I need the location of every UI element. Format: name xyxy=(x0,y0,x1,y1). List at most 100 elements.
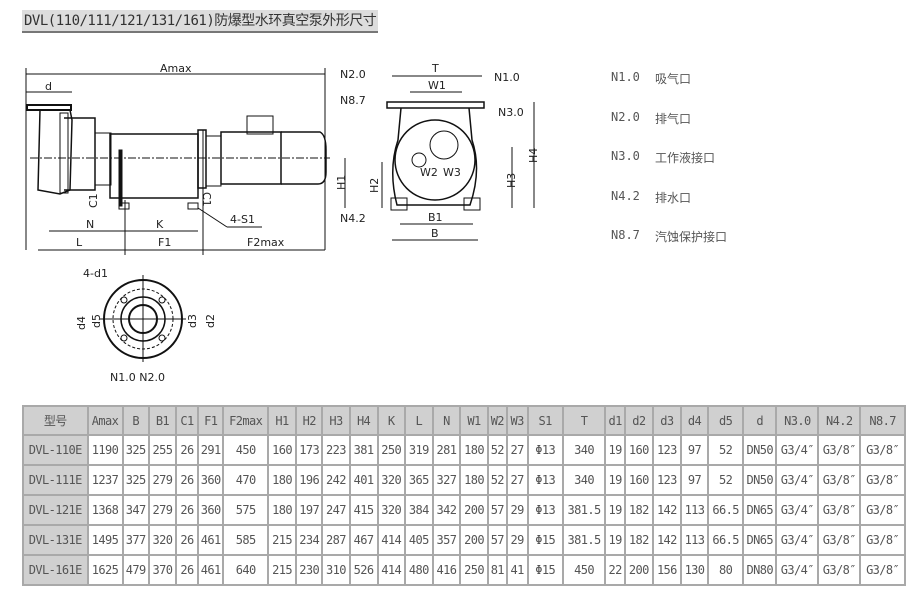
table-cell: 57 xyxy=(489,526,506,554)
table-cell: 1625 xyxy=(88,556,122,584)
table-cell: 320 xyxy=(378,466,404,494)
table-cell: G3/8″ xyxy=(861,466,904,494)
table-cell: 200 xyxy=(625,556,652,584)
table-cell: 123 xyxy=(653,436,680,464)
table-cell: 401 xyxy=(350,466,377,494)
table-cell: 180 xyxy=(269,496,296,524)
table-cell: G3/8″ xyxy=(819,466,860,494)
column-header: H2 xyxy=(297,407,322,434)
column-header: F1 xyxy=(199,407,223,434)
column-header: H1 xyxy=(269,407,296,434)
table-cell: 123 xyxy=(653,466,680,494)
table-cell: 281 xyxy=(433,436,460,464)
table-cell: 342 xyxy=(433,496,460,524)
label-f2max: F2max xyxy=(247,236,285,249)
side-view: Amax d C1 C1 4-S1 N K L F1 F2max xyxy=(25,62,330,255)
table-cell: G3/8″ xyxy=(861,436,904,464)
table-cell: 22 xyxy=(606,556,624,584)
table-cell: 450 xyxy=(563,556,605,584)
table-cell: 320 xyxy=(149,526,176,554)
label-d4: d4 xyxy=(75,316,88,330)
table-cell: 173 xyxy=(297,436,322,464)
table-cell: 57 xyxy=(489,496,506,524)
table-cell: 27 xyxy=(507,436,527,464)
legend-code: N3.0 xyxy=(611,149,640,163)
column-header: T xyxy=(563,407,605,434)
table-cell: 196 xyxy=(297,466,322,494)
table-cell: 19 xyxy=(606,466,624,494)
label-d2: d2 xyxy=(204,314,217,328)
label-w1: W1 xyxy=(428,79,446,92)
label-d: d xyxy=(45,80,52,93)
table-cell: 19 xyxy=(606,436,624,464)
table-cell: 467 xyxy=(350,526,377,554)
label-h2: H2 xyxy=(368,178,381,193)
table-cell: 52 xyxy=(489,466,506,494)
table-cell: 26 xyxy=(177,436,197,464)
table-cell: 81 xyxy=(489,556,506,584)
legend-code: N8.7 xyxy=(611,228,640,242)
table-cell: 320 xyxy=(378,496,404,524)
table-cell: 640 xyxy=(224,556,267,584)
flange-caption: N1.0 N2.0 xyxy=(110,371,165,384)
table-cell: 291 xyxy=(199,436,223,464)
column-header: d5 xyxy=(709,407,743,434)
table-cell: 215 xyxy=(269,526,296,554)
table-cell: 41 xyxy=(507,556,527,584)
label-h3: H3 xyxy=(505,173,518,188)
table-cell: 287 xyxy=(323,526,349,554)
table-cell: 360 xyxy=(199,466,223,494)
legend-item: N3.0 工作液接口 xyxy=(611,149,727,189)
model-cell: DVL-121E xyxy=(24,496,87,524)
table-cell: 1495 xyxy=(88,526,122,554)
model-cell: DVL-161E xyxy=(24,556,87,584)
label-t: T xyxy=(431,62,439,75)
table-cell: DN50 xyxy=(744,436,776,464)
table-cell: G3/4″ xyxy=(777,466,818,494)
table-cell: 1237 xyxy=(88,466,122,494)
table-cell: 130 xyxy=(681,556,708,584)
table-cell: 381.5 xyxy=(563,526,605,554)
label-d5: d5 xyxy=(90,314,103,328)
flange-view: 4-d1 d4 d5 d3 d2 N1.0 N2.0 xyxy=(75,267,217,384)
table-cell: 365 xyxy=(405,466,432,494)
table-cell: 180 xyxy=(461,466,488,494)
legend-code: N2.0 xyxy=(611,109,640,124)
table-cell: 381.5 xyxy=(563,496,605,524)
table-cell: 19 xyxy=(606,496,624,524)
table-cell: 377 xyxy=(123,526,148,554)
legend-desc: 工作液接口 xyxy=(655,151,716,165)
label-f1: F1 xyxy=(158,236,171,249)
column-header: N xyxy=(433,407,460,434)
table-cell: 26 xyxy=(177,526,197,554)
table-cell: 255 xyxy=(149,436,176,464)
table-cell: 66.5 xyxy=(709,526,743,554)
column-header: N8.7 xyxy=(861,407,904,434)
table-cell: 480 xyxy=(405,556,432,584)
table-cell: 26 xyxy=(177,466,197,494)
table-cell: 416 xyxy=(433,556,460,584)
legend-code: N1.0 xyxy=(611,70,640,84)
column-header: B1 xyxy=(149,407,176,434)
column-header: H4 xyxy=(350,407,377,434)
legend-desc: 汽蚀保护接口 xyxy=(655,230,728,244)
table-cell: 415 xyxy=(350,496,377,524)
column-header: K xyxy=(378,407,404,434)
table-cell: DN80 xyxy=(744,556,776,584)
table-cell: 27 xyxy=(507,466,527,494)
label-l: L xyxy=(76,236,83,249)
label-h4: H4 xyxy=(527,148,540,163)
label-n3: N3.0 xyxy=(498,106,524,119)
label-h1: H1 xyxy=(335,175,348,190)
table-cell: G3/4″ xyxy=(777,436,818,464)
table-cell: 279 xyxy=(149,496,176,524)
table-cell: 160 xyxy=(269,436,296,464)
table-cell: 230 xyxy=(297,556,322,584)
column-header: d1 xyxy=(606,407,624,434)
table-cell: Φ13 xyxy=(528,496,562,524)
model-cell: DVL-131E xyxy=(24,526,87,554)
